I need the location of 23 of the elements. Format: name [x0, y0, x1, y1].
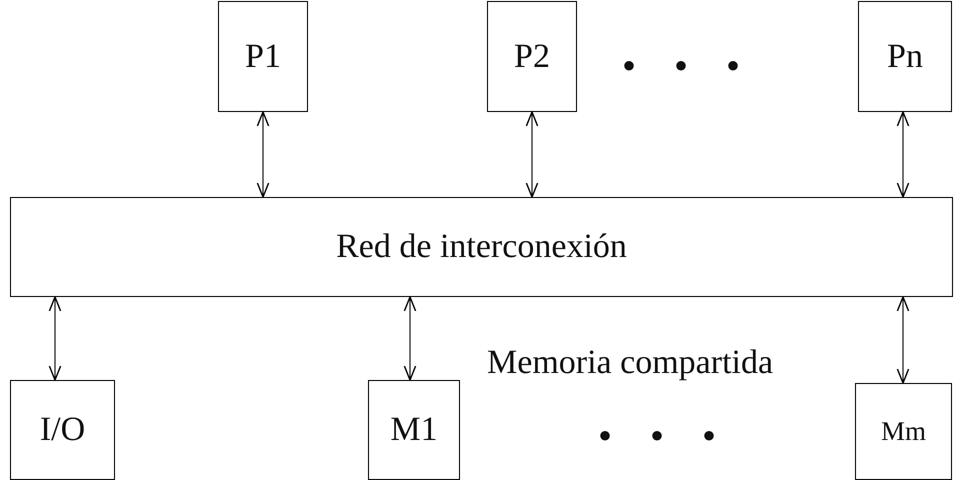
network-box — [10, 197, 953, 297]
component-box — [10, 380, 115, 480]
component-box — [368, 380, 460, 480]
node-label: Red de interconexión — [336, 228, 627, 266]
component-box — [855, 383, 952, 480]
node-label: Mm — [880, 416, 926, 447]
arrow — [48, 296, 62, 381]
group-label: Memoria compartida — [487, 344, 774, 382]
arrow — [896, 296, 910, 384]
component-box — [218, 1, 308, 112]
component-box — [858, 1, 952, 112]
node-label: M1 — [390, 411, 438, 449]
arrow — [896, 111, 910, 198]
node-label: P2 — [514, 38, 550, 76]
node-label: P1 — [245, 38, 281, 76]
component-box — [487, 1, 577, 112]
arrow — [256, 111, 270, 198]
arrow — [404, 296, 416, 381]
ellipsis-dots: • • • — [598, 412, 730, 459]
node-label: Pn — [887, 38, 923, 76]
node-label: I/O — [40, 411, 86, 449]
arrow — [526, 111, 538, 198]
ellipsis-dots: • • • — [622, 42, 754, 89]
